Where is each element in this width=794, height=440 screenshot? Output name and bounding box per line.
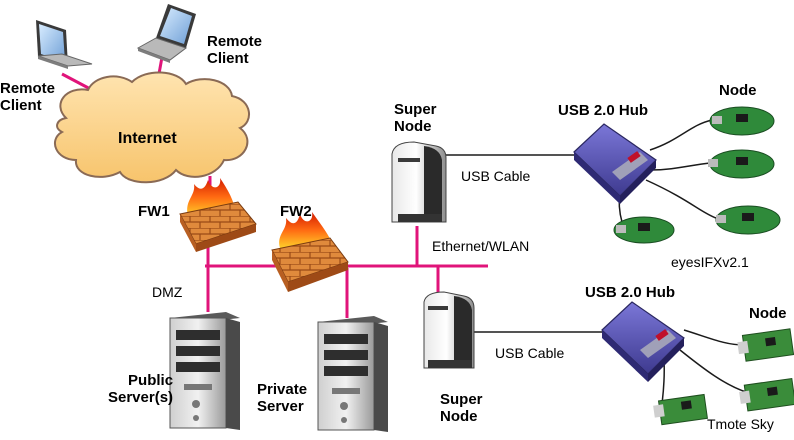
label-usb-cable-top: USB Cable	[461, 168, 531, 184]
usb-hub-top-icon	[573, 123, 657, 204]
hub-top-to-node-3	[645, 179, 717, 219]
label-private-server: Private Server	[257, 381, 308, 415]
label-node-top: Node	[719, 82, 757, 99]
tmote-sky-node-icon	[737, 328, 794, 362]
laptop-icon-left	[36, 20, 93, 69]
hub-top-to-node-1	[649, 119, 713, 151]
hub-top-to-node-2	[649, 162, 711, 171]
super-node-bottom-icon	[423, 291, 475, 369]
eyes-ifx-node-icon	[715, 205, 781, 235]
usb-cables	[444, 119, 747, 405]
label-usb-hub-bottom: USB 2.0 Hub	[585, 284, 676, 301]
tmote-sky-node-icon	[739, 377, 794, 412]
label-ethernet-wlan: Ethernet/WLAN	[432, 238, 530, 254]
usb-hub-bottom-icon	[601, 301, 685, 382]
label-remote-client-left: Remote Client	[0, 80, 56, 114]
eyes-ifx-node-icon	[709, 106, 775, 136]
hub-bottom-to-node-1	[683, 329, 745, 346]
label-fw2: FW2	[280, 203, 312, 220]
label-node-bottom: Node	[749, 305, 787, 322]
hub-bottom-to-node-2	[679, 349, 747, 393]
internet-cloud-icon	[54, 71, 250, 184]
label-usb-hub-top: USB 2.0 Hub	[558, 102, 649, 119]
label-public-server: Public Server(s)	[108, 372, 174, 406]
public-server-icon	[169, 312, 240, 430]
eyes-ifx-node-icon	[708, 149, 775, 179]
label-fw1: FW1	[138, 203, 170, 220]
label-super-node-bottom: Super Node	[440, 391, 483, 425]
label-super-node-top: Super Node	[394, 101, 437, 135]
private-server-icon	[317, 316, 388, 432]
label-tmote-sky: Tmote Sky	[707, 416, 774, 432]
label-eyes-ifx: eyesIFXv2.1	[671, 254, 749, 270]
label-internet: Internet	[118, 130, 177, 147]
super-node-top-icon	[391, 141, 447, 223]
firewall-fw1-icon	[179, 178, 257, 252]
laptop-icon-top	[136, 4, 196, 63]
eyes-ifx-node-icon	[613, 216, 675, 244]
label-usb-cable-bottom: USB Cable	[495, 345, 565, 361]
tmote-sky-node-icon	[653, 393, 708, 426]
label-remote-client-top: Remote Client	[207, 33, 263, 67]
label-dmz: DMZ	[152, 284, 183, 300]
firewall-fw2-icon	[271, 212, 349, 292]
